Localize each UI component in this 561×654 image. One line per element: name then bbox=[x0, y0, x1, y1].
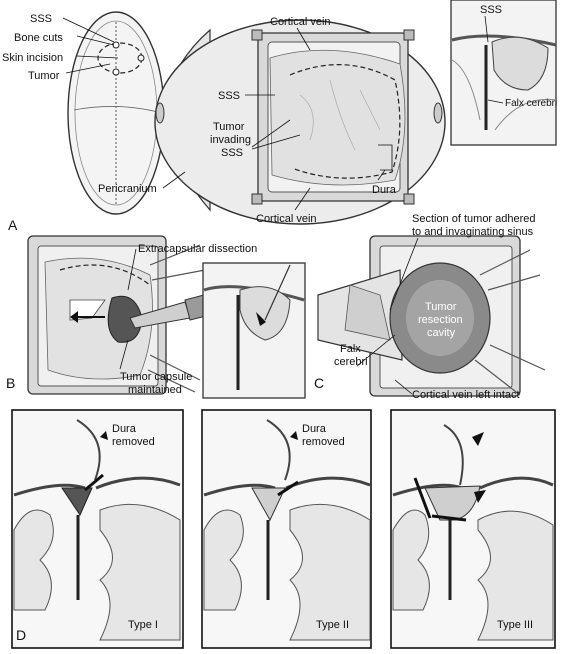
type-2-dura-label-1: Dura bbox=[302, 423, 327, 435]
label-extracapsular-dissection: Extracapsular dissection bbox=[138, 243, 257, 255]
label-pericranium: Pericranium bbox=[98, 183, 157, 195]
label-falx-1: Falx bbox=[340, 343, 361, 355]
panel-c-retractors bbox=[474, 249, 546, 396]
type-3-panel: Type III bbox=[390, 409, 556, 649]
panel-d: Dura removed Type I D Dura removed Type … bbox=[11, 409, 556, 649]
label-tumor-invading-3: SSS bbox=[221, 147, 243, 159]
panel-b-tumor-capsule bbox=[107, 295, 143, 343]
panel-letter-a: A bbox=[8, 217, 18, 233]
panel-b: B Extracapsular dissection Tumor capsule… bbox=[6, 235, 306, 399]
panel-a-leaders bbox=[62, 15, 504, 211]
panel-c: C Section of tumor adhered to and invagi… bbox=[314, 213, 546, 401]
label-section-1: Section of tumor adhered bbox=[412, 213, 536, 225]
label-sss-top: SSS bbox=[30, 13, 52, 25]
type-1-sinus bbox=[61, 487, 93, 517]
panel-letter-c: C bbox=[314, 375, 324, 391]
type-3-cut-line-bottom bbox=[431, 514, 467, 522]
label-tumor-invading-1: Tumor bbox=[213, 121, 245, 133]
label-cortical-vein-bottom: Cortical vein bbox=[256, 213, 317, 225]
type-2-panel: Dura removed Type II bbox=[201, 409, 372, 649]
type-3-arrowhead-upper bbox=[472, 432, 484, 446]
label-tumor-capsule-2: maintained bbox=[128, 384, 182, 396]
type-3-label: Type III bbox=[497, 619, 533, 631]
label-falx-cerebri: Falx cerebri bbox=[505, 98, 557, 109]
label-inset-sss: SSS bbox=[480, 4, 502, 16]
label-resection-1: Tumor bbox=[425, 301, 457, 313]
label-sss-mid: SSS bbox=[218, 90, 240, 102]
label-skin-incision: Skin incision bbox=[2, 52, 63, 64]
label-falx-2: cerebri bbox=[334, 356, 368, 368]
type-1-label: Type I bbox=[128, 619, 158, 631]
label-cortical-vein-top: Cortical vein bbox=[270, 16, 331, 28]
type-2-label: Type II bbox=[316, 619, 349, 631]
label-cortical-vein-intact: Cortical vein left intact bbox=[412, 389, 520, 401]
inset-coronal-section bbox=[450, 0, 557, 146]
type-1-dura-label-1: Dura bbox=[112, 423, 137, 435]
label-tumor-invading-2: invading bbox=[210, 134, 251, 146]
label-dura: Dura bbox=[372, 184, 397, 196]
panel-letter-d: D bbox=[16, 627, 26, 643]
type-2-cut-line bbox=[277, 480, 299, 497]
type-2-tumor bbox=[251, 487, 286, 522]
label-tumor: Tumor bbox=[28, 70, 60, 82]
panel-letter-b: B bbox=[6, 375, 15, 391]
type-1-cut-line bbox=[84, 473, 104, 492]
craniotomy-view bbox=[154, 19, 446, 225]
panel-b-inset bbox=[202, 262, 306, 399]
type-1-panel: Dura removed Type I D bbox=[11, 409, 184, 649]
type-1-dura-label-2: removed bbox=[112, 436, 155, 448]
panel-a: A SSS Bone cuts Skin incision Tumor Cort… bbox=[2, 0, 557, 233]
label-tumor-capsule-1: Tumor capsule bbox=[120, 371, 192, 383]
type-2-dura-label-2: removed bbox=[302, 436, 345, 448]
type-3-arrowhead-lower bbox=[474, 490, 486, 503]
label-bone-cuts: Bone cuts bbox=[14, 32, 63, 44]
type-3-cut-line-left bbox=[413, 477, 432, 519]
inset-tumor bbox=[491, 36, 549, 91]
label-resection-3: cavity bbox=[427, 327, 456, 339]
label-resection-2: resection bbox=[418, 314, 463, 326]
panel-b-tumor-dashed bbox=[59, 264, 151, 286]
retractors bbox=[147, 244, 206, 393]
label-section-2: to and invaginating sinus bbox=[412, 226, 534, 238]
